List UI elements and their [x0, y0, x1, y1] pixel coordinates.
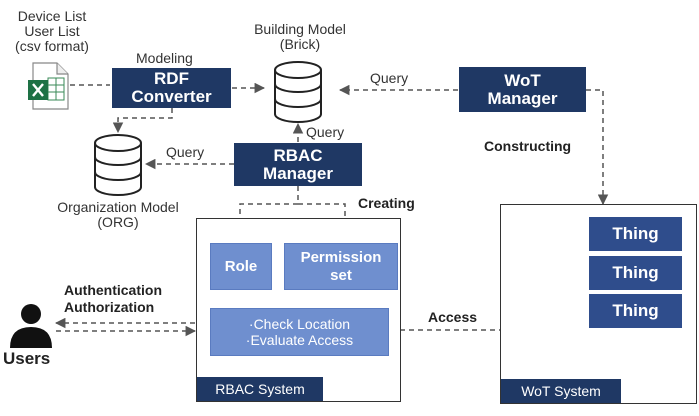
- rbac-system-label: RBAC System: [197, 377, 323, 401]
- authentication-line: Authentication: [64, 282, 162, 298]
- rdf-converter-line: RDF: [154, 69, 189, 89]
- creating-label: Creating: [358, 195, 415, 211]
- edge-wot-constructing: [586, 89, 609, 206]
- user-list-line: User List: [24, 23, 80, 40]
- modeling-label: Modeling: [136, 50, 193, 66]
- database-icon: [94, 134, 142, 196]
- wot-manager-line: WoT: [504, 70, 541, 90]
- rbac-manager-box: RBAC Manager: [234, 143, 362, 186]
- authorization-line: Authorization: [64, 298, 155, 315]
- permission-set-box: Permission set: [284, 243, 398, 290]
- device-list-text: Device List User List (csv format): [4, 8, 100, 55]
- rdf-converter-line: Converter: [131, 87, 212, 106]
- wot-manager-box: WoT Manager: [459, 67, 586, 112]
- database-icon: [274, 61, 322, 123]
- access-label: Access: [428, 309, 478, 325]
- role-box: Role: [210, 243, 272, 290]
- rbac-manager-line: RBAC: [273, 145, 323, 165]
- edge-rdf-to-org: [112, 108, 173, 134]
- organization-model-label: Organization Model (ORG): [33, 199, 203, 231]
- users-label: Users: [3, 349, 51, 368]
- csv-format-line: (csv format): [15, 38, 89, 55]
- access-check-box: ·Check Location ·Evaluate Access: [210, 308, 389, 356]
- wot-manager-line: Manager: [487, 88, 558, 108]
- permission-set-line: Permission: [300, 249, 382, 267]
- building-model-line: Building Model: [254, 21, 346, 37]
- organization-model-line: (ORG): [97, 214, 139, 231]
- role-label: Role: [224, 257, 258, 275]
- evaluate-access-line: ·Evaluate Access: [245, 332, 354, 348]
- device-list-line: Device List: [17, 8, 87, 24]
- query-label-rbac: Query: [306, 124, 345, 140]
- constructing-label: Constructing: [484, 138, 572, 154]
- permission-set-line: set: [330, 266, 352, 284]
- user-icon: [10, 304, 52, 348]
- rbac-manager-line: Manager: [263, 163, 333, 183]
- wot-system-label: WoT System: [501, 379, 621, 403]
- excel-file-icon: [28, 62, 69, 110]
- rdf-converter-box: RDF Converter: [112, 68, 231, 108]
- query-label-org: Query: [166, 144, 205, 160]
- thing-box: Thing: [589, 217, 682, 251]
- thing-box: Thing: [589, 294, 682, 328]
- organization-model-line: Organization Model: [57, 199, 179, 215]
- check-location-line: ·Check Location: [248, 315, 351, 332]
- thing-box: Thing: [589, 256, 682, 290]
- building-model-label: Building Model (Brick): [230, 21, 370, 53]
- building-model-line: (Brick): [279, 36, 321, 53]
- query-label-wot: Query: [370, 70, 409, 86]
- auth-label: Authentication Authorization: [64, 282, 162, 316]
